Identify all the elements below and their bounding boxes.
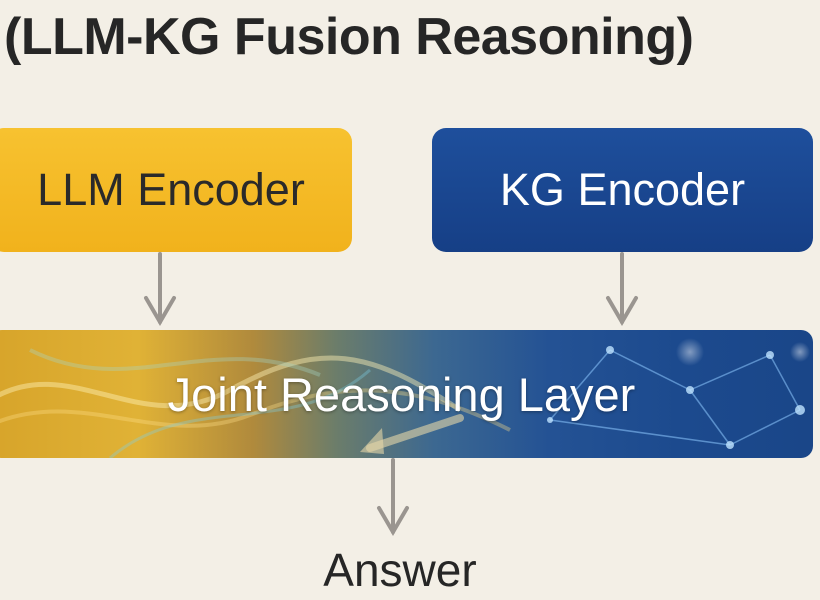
answer-label: Answer [323,544,477,596]
arrow-joint-to-answer [377,458,409,536]
joint-reasoning-box: Joint Reasoning Layer [0,330,813,458]
diagram-title: (LLM-KG Fusion Reasoning) [4,8,694,66]
kg-encoder-box: KG Encoder [432,128,813,252]
llm-encoder-box: LLM Encoder [0,128,352,252]
arrow-kg-to-joint [606,252,638,326]
joint-reasoning-texture [0,338,810,458]
joint-reasoning-label: Joint Reasoning Layer [167,367,636,421]
arrow-llm-to-joint [144,252,176,326]
llm-encoder-label: LLM Encoder [37,164,305,215]
kg-encoder-label: KG Encoder [499,164,746,215]
